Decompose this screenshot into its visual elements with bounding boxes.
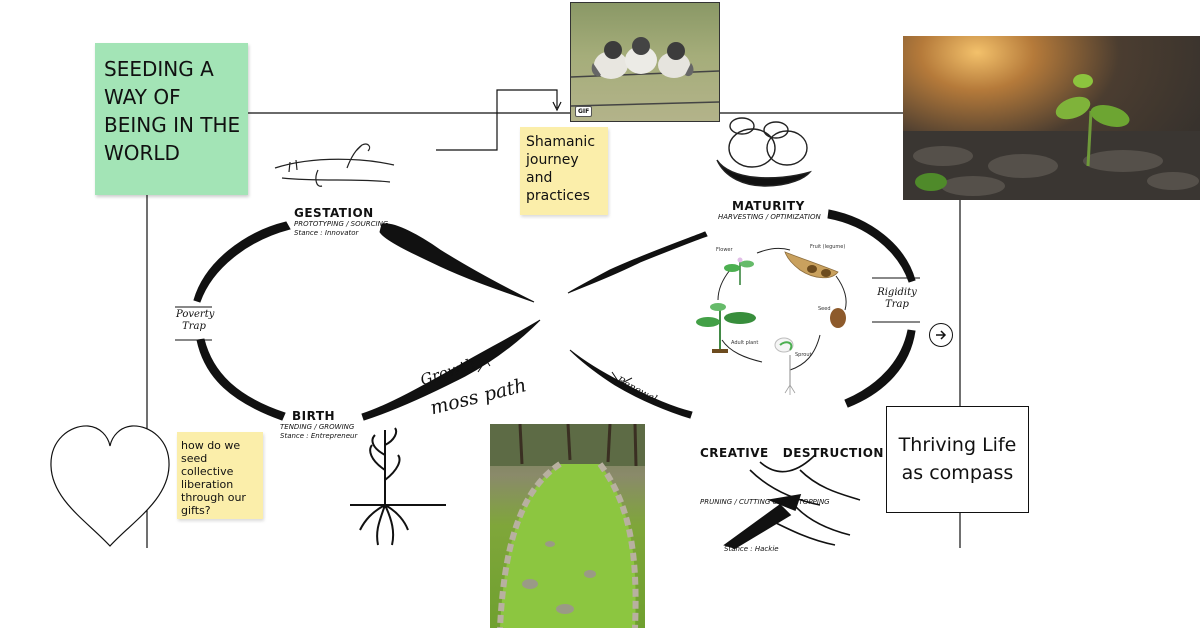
cycle-arrow-4 (721, 339, 763, 363)
gestation-title: GESTATION (294, 206, 374, 220)
loop-right-top (827, 209, 916, 283)
arrow-right-circle-icon (936, 330, 947, 340)
loop-birth-cross (361, 319, 541, 421)
birth-stance: Stance : Entrepreneur (280, 432, 358, 440)
seedling-photo[interactable] (903, 36, 1200, 200)
shamanic-arrow-head (552, 101, 562, 112)
shamanic-sticky-note[interactable]: Shamanic journey and practices (520, 127, 608, 215)
destruction-stance: Stance : Hackie (724, 545, 779, 553)
maturity-subtitle: HARVESTING / OPTIMIZATION (718, 213, 821, 221)
seedling-icon (350, 427, 446, 546)
adult-plant-icon (696, 303, 756, 353)
lifecycle-sprout-label: Sprout (795, 352, 812, 358)
cycle-arrow-2 (835, 275, 847, 311)
pod-icon (784, 251, 839, 279)
compass-box-text: Thriving Life as compass (898, 434, 1017, 484)
stage-gestation: GESTATION PROTOTYPING / SOURCING Stance … (294, 206, 388, 238)
loop-maturity-cross (567, 231, 708, 294)
destruction-subtitle: PRUNING / CUTTING OUT / STOPPING (700, 498, 830, 506)
cycle-arrow-5 (717, 269, 731, 301)
birth-title: BIRTH (292, 409, 336, 423)
sprout-icon (774, 337, 796, 395)
moss-path-photo[interactable] (490, 424, 645, 628)
growth-tick (477, 359, 491, 373)
stage-maturity: MATURITY HARVESTING / OPTIMIZATION (718, 199, 821, 222)
stage-birth: BIRTH TENDING / GROWING Stance : Entrepr… (280, 409, 357, 441)
maturity-title: MATURITY (732, 199, 805, 213)
trap-marks (175, 277, 920, 385)
birds-gif-image[interactable]: GIF (570, 2, 720, 122)
shamanic-note-text: Shamanic journey and practices (526, 134, 596, 204)
renewal-tick (611, 371, 633, 385)
next-arrow-button[interactable] (929, 323, 953, 347)
destruction-title: CREATIVE DESTRUCTION (700, 446, 884, 460)
lifecycle-diagram (696, 247, 847, 395)
loop-left-top (193, 221, 291, 303)
gestation-sketch (274, 143, 395, 187)
birth-subtitle: TENDING / GROWING (280, 423, 355, 431)
title-note-text: SEEDING A WAY OF BEING IN THE WORLD (104, 57, 241, 165)
seed-icon (830, 308, 846, 328)
stage-creative-destruction: CREATIVE DESTRUCTION PRUNING / CUTTING O… (700, 408, 884, 573)
rigidity-trap-label: Rigidity Trap (877, 287, 917, 310)
seeds-bowl-icon (716, 117, 812, 187)
gestation-stance: Stance : Innovator (294, 229, 359, 237)
cycle-arrow-3 (789, 334, 821, 371)
heart-sticky-note[interactable]: how do we seed collective liberation thr… (177, 432, 263, 519)
gif-badge: GIF (575, 106, 593, 117)
heart-icon[interactable] (48, 422, 172, 550)
lifecycle-fruit-label: Fruit (legume) (810, 244, 846, 250)
pruning-shears-icon (723, 454, 861, 549)
infinity-loop (193, 209, 916, 421)
poverty-trap-label: Poverty Trap (176, 309, 215, 332)
loop-left-bottom (196, 338, 286, 421)
heart-note-text: how do we seed collective liberation thr… (181, 439, 246, 517)
loop-destruction-cross (569, 349, 693, 419)
flower-plant-icon (724, 257, 754, 285)
loop-gestation-cross (379, 223, 535, 303)
lifecycle-seed-label: Seed (818, 306, 831, 312)
bird-shapes (591, 37, 694, 79)
title-sticky-note[interactable]: SEEDING A WAY OF BEING IN THE WORLD (95, 43, 248, 195)
lifecycle-flower-label: Flower (716, 247, 733, 253)
gestation-subtitle: PROTOTYPING / SOURCING (294, 220, 389, 228)
shamanic-arrow-line (436, 89, 558, 151)
loop-right-bottom (844, 329, 916, 408)
compass-box[interactable]: Thriving Life as compass (886, 406, 1029, 513)
lifecycle-adult-plant-label: Adult plant (731, 340, 759, 346)
cycle-arrow-1 (756, 247, 791, 254)
